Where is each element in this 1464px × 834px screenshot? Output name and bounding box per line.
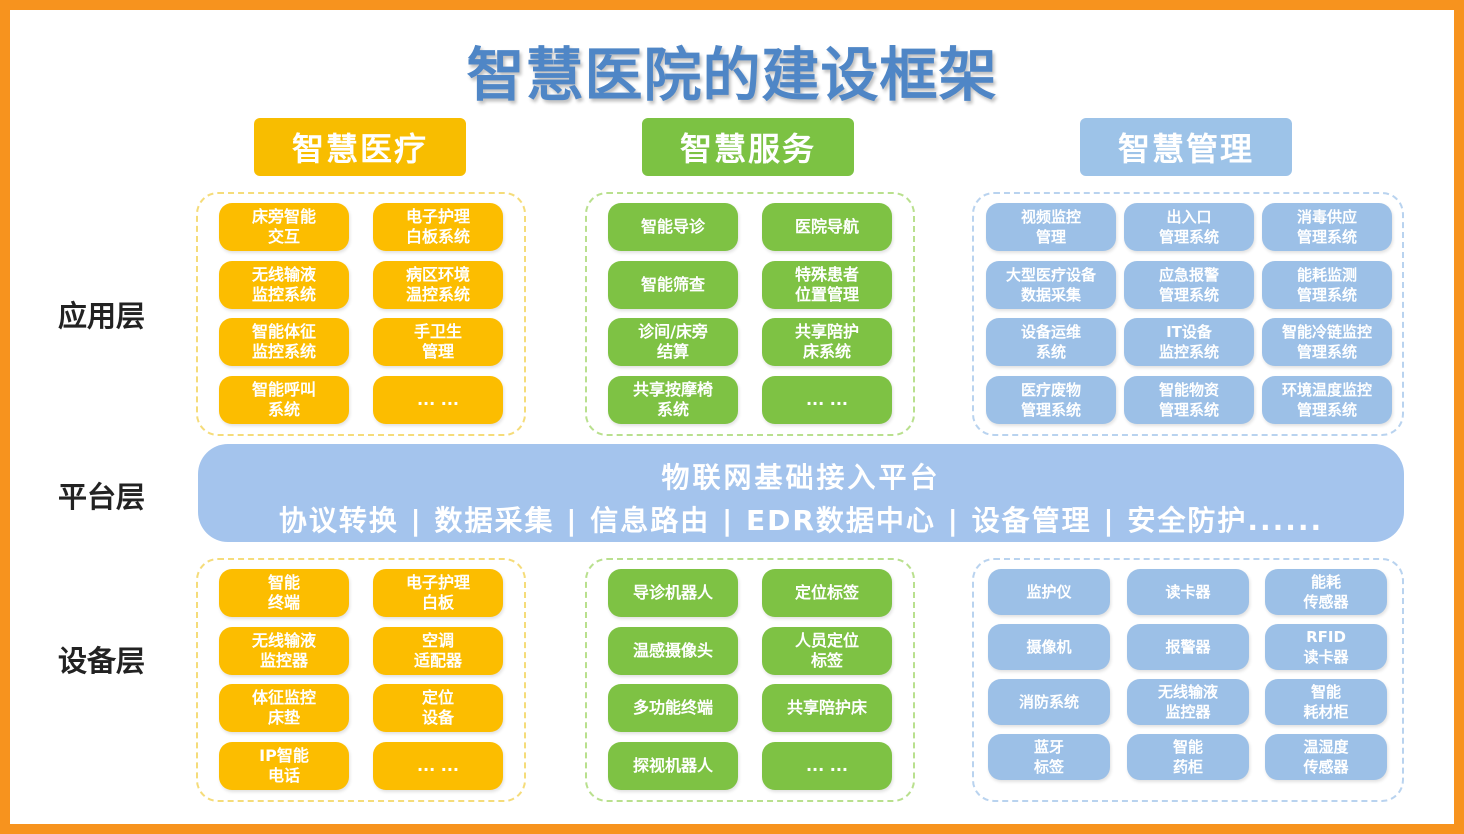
device-management-item: 智能 耗材柜 [1265, 679, 1387, 725]
device-management-item: 报警器 [1127, 624, 1249, 670]
app-management-item: 能耗监测 管理系统 [1262, 261, 1392, 309]
app-management-item: 应急报警 管理系统 [1124, 261, 1254, 309]
device-medical-item: IP智能 电话 [219, 742, 349, 790]
device-management-item: 智能 药柜 [1127, 734, 1249, 780]
app-service-item: 特殊患者 位置管理 [762, 261, 892, 309]
column-header-service: 智慧服务 [642, 118, 854, 176]
device-service-item: 温感摄像头 [608, 627, 738, 675]
device-management-item: 温湿度 传感器 [1265, 734, 1387, 780]
column-header-medical: 智慧医疗 [254, 118, 466, 176]
app-medical-item: 病区环境 温控系统 [373, 261, 503, 309]
app-management-item: 消毒供应 管理系统 [1262, 203, 1392, 251]
app-service-item: ... ... [762, 376, 892, 424]
device-medical-item: 体征监控 床垫 [219, 684, 349, 732]
app-management-item: 视频监控 管理 [986, 203, 1116, 251]
device-service-item: 定位标签 [762, 569, 892, 617]
device-service-item: 探视机器人 [608, 742, 738, 790]
app-medical-item: 手卫生 管理 [373, 318, 503, 366]
device-service-item: 人员定位 标签 [762, 627, 892, 675]
device-management-item: 无线输液 监控器 [1127, 679, 1249, 725]
app-medical-group: 床旁智能 交互 电子护理 白板系统 无线输液 监控系统 病区环境 温控系统 智能… [196, 192, 526, 436]
device-medical-item: ... ... [373, 742, 503, 790]
device-medical-item: 智能 终端 [219, 569, 349, 617]
column-header-management: 智慧管理 [1080, 118, 1292, 176]
app-management-item: 大型医疗设备 数据采集 [986, 261, 1116, 309]
device-medical-group: 智能 终端 电子护理 白板 无线输液 监控器 空调 适配器 体征监控 床垫 定位… [196, 558, 526, 802]
device-medical-item: 空调 适配器 [373, 627, 503, 675]
app-service-item: 医院导航 [762, 203, 892, 251]
device-management-item: 能耗 传感器 [1265, 569, 1387, 615]
device-medical-item: 无线输液 监控器 [219, 627, 349, 675]
device-management-item: 监护仪 [988, 569, 1110, 615]
device-management-item: 摄像机 [988, 624, 1110, 670]
device-service-item: 多功能终端 [608, 684, 738, 732]
app-management-item: 环境温度监控 管理系统 [1262, 376, 1392, 424]
app-service-group: 智能导诊 医院导航 智能筛查 特殊患者 位置管理 诊间/床旁 结算 共享陪护 床… [585, 192, 915, 436]
app-management-group: 视频监控 管理 出入口 管理系统 消毒供应 管理系统 大型医疗设备 数据采集 应… [972, 192, 1404, 436]
device-management-item: RFID 读卡器 [1265, 624, 1387, 670]
app-management-item: 智能冷链监控 管理系统 [1262, 318, 1392, 366]
app-service-item: 共享按摩椅 系统 [608, 376, 738, 424]
app-service-item: 诊间/床旁 结算 [608, 318, 738, 366]
device-service-item: ... ... [762, 742, 892, 790]
layer-label-platform: 平台层 [58, 480, 146, 514]
app-medical-item: 智能呼叫 系统 [219, 376, 349, 424]
layer-label-application: 应用层 [58, 299, 146, 333]
app-management-item: 智能物资 管理系统 [1124, 376, 1254, 424]
layer-label-device: 设备层 [58, 644, 146, 678]
device-management-group: 监护仪 读卡器 能耗 传感器 摄像机 报警器 RFID 读卡器 消防系统 无线输… [972, 558, 1404, 802]
app-medical-item: 床旁智能 交互 [219, 203, 349, 251]
device-management-item: 消防系统 [988, 679, 1110, 725]
app-medical-item: 智能体征 监控系统 [219, 318, 349, 366]
device-service-item: 导诊机器人 [608, 569, 738, 617]
device-service-group: 导诊机器人 定位标签 温感摄像头 人员定位 标签 多功能终端 共享陪护床 探视机… [585, 558, 915, 802]
app-medical-item: 电子护理 白板系统 [373, 203, 503, 251]
iot-platform-bar: 物联网基础接入平台 协议转换 | 数据采集 | 信息路由 | EDR数据中心 |… [198, 444, 1404, 542]
app-management-item: 医疗废物 管理系统 [986, 376, 1116, 424]
page-title: 智慧医院的建设框架 [466, 41, 998, 109]
app-medical-item: ... ... [373, 376, 503, 424]
device-management-item: 蓝牙 标签 [988, 734, 1110, 780]
app-medical-item: 无线输液 监控系统 [219, 261, 349, 309]
app-service-item: 共享陪护 床系统 [762, 318, 892, 366]
platform-features: 协议转换 | 数据采集 | 信息路由 | EDR数据中心 | 设备管理 | 安全… [278, 504, 1324, 537]
app-management-item: IT设备 监控系统 [1124, 318, 1254, 366]
device-service-item: 共享陪护床 [762, 684, 892, 732]
app-service-item: 智能筛查 [608, 261, 738, 309]
device-medical-item: 电子护理 白板 [373, 569, 503, 617]
device-management-item: 读卡器 [1127, 569, 1249, 615]
device-medical-item: 定位 设备 [373, 684, 503, 732]
app-management-item: 出入口 管理系统 [1124, 203, 1254, 251]
app-service-item: 智能导诊 [608, 203, 738, 251]
app-management-item: 设备运维 系统 [986, 318, 1116, 366]
platform-title: 物联网基础接入平台 [661, 461, 941, 494]
